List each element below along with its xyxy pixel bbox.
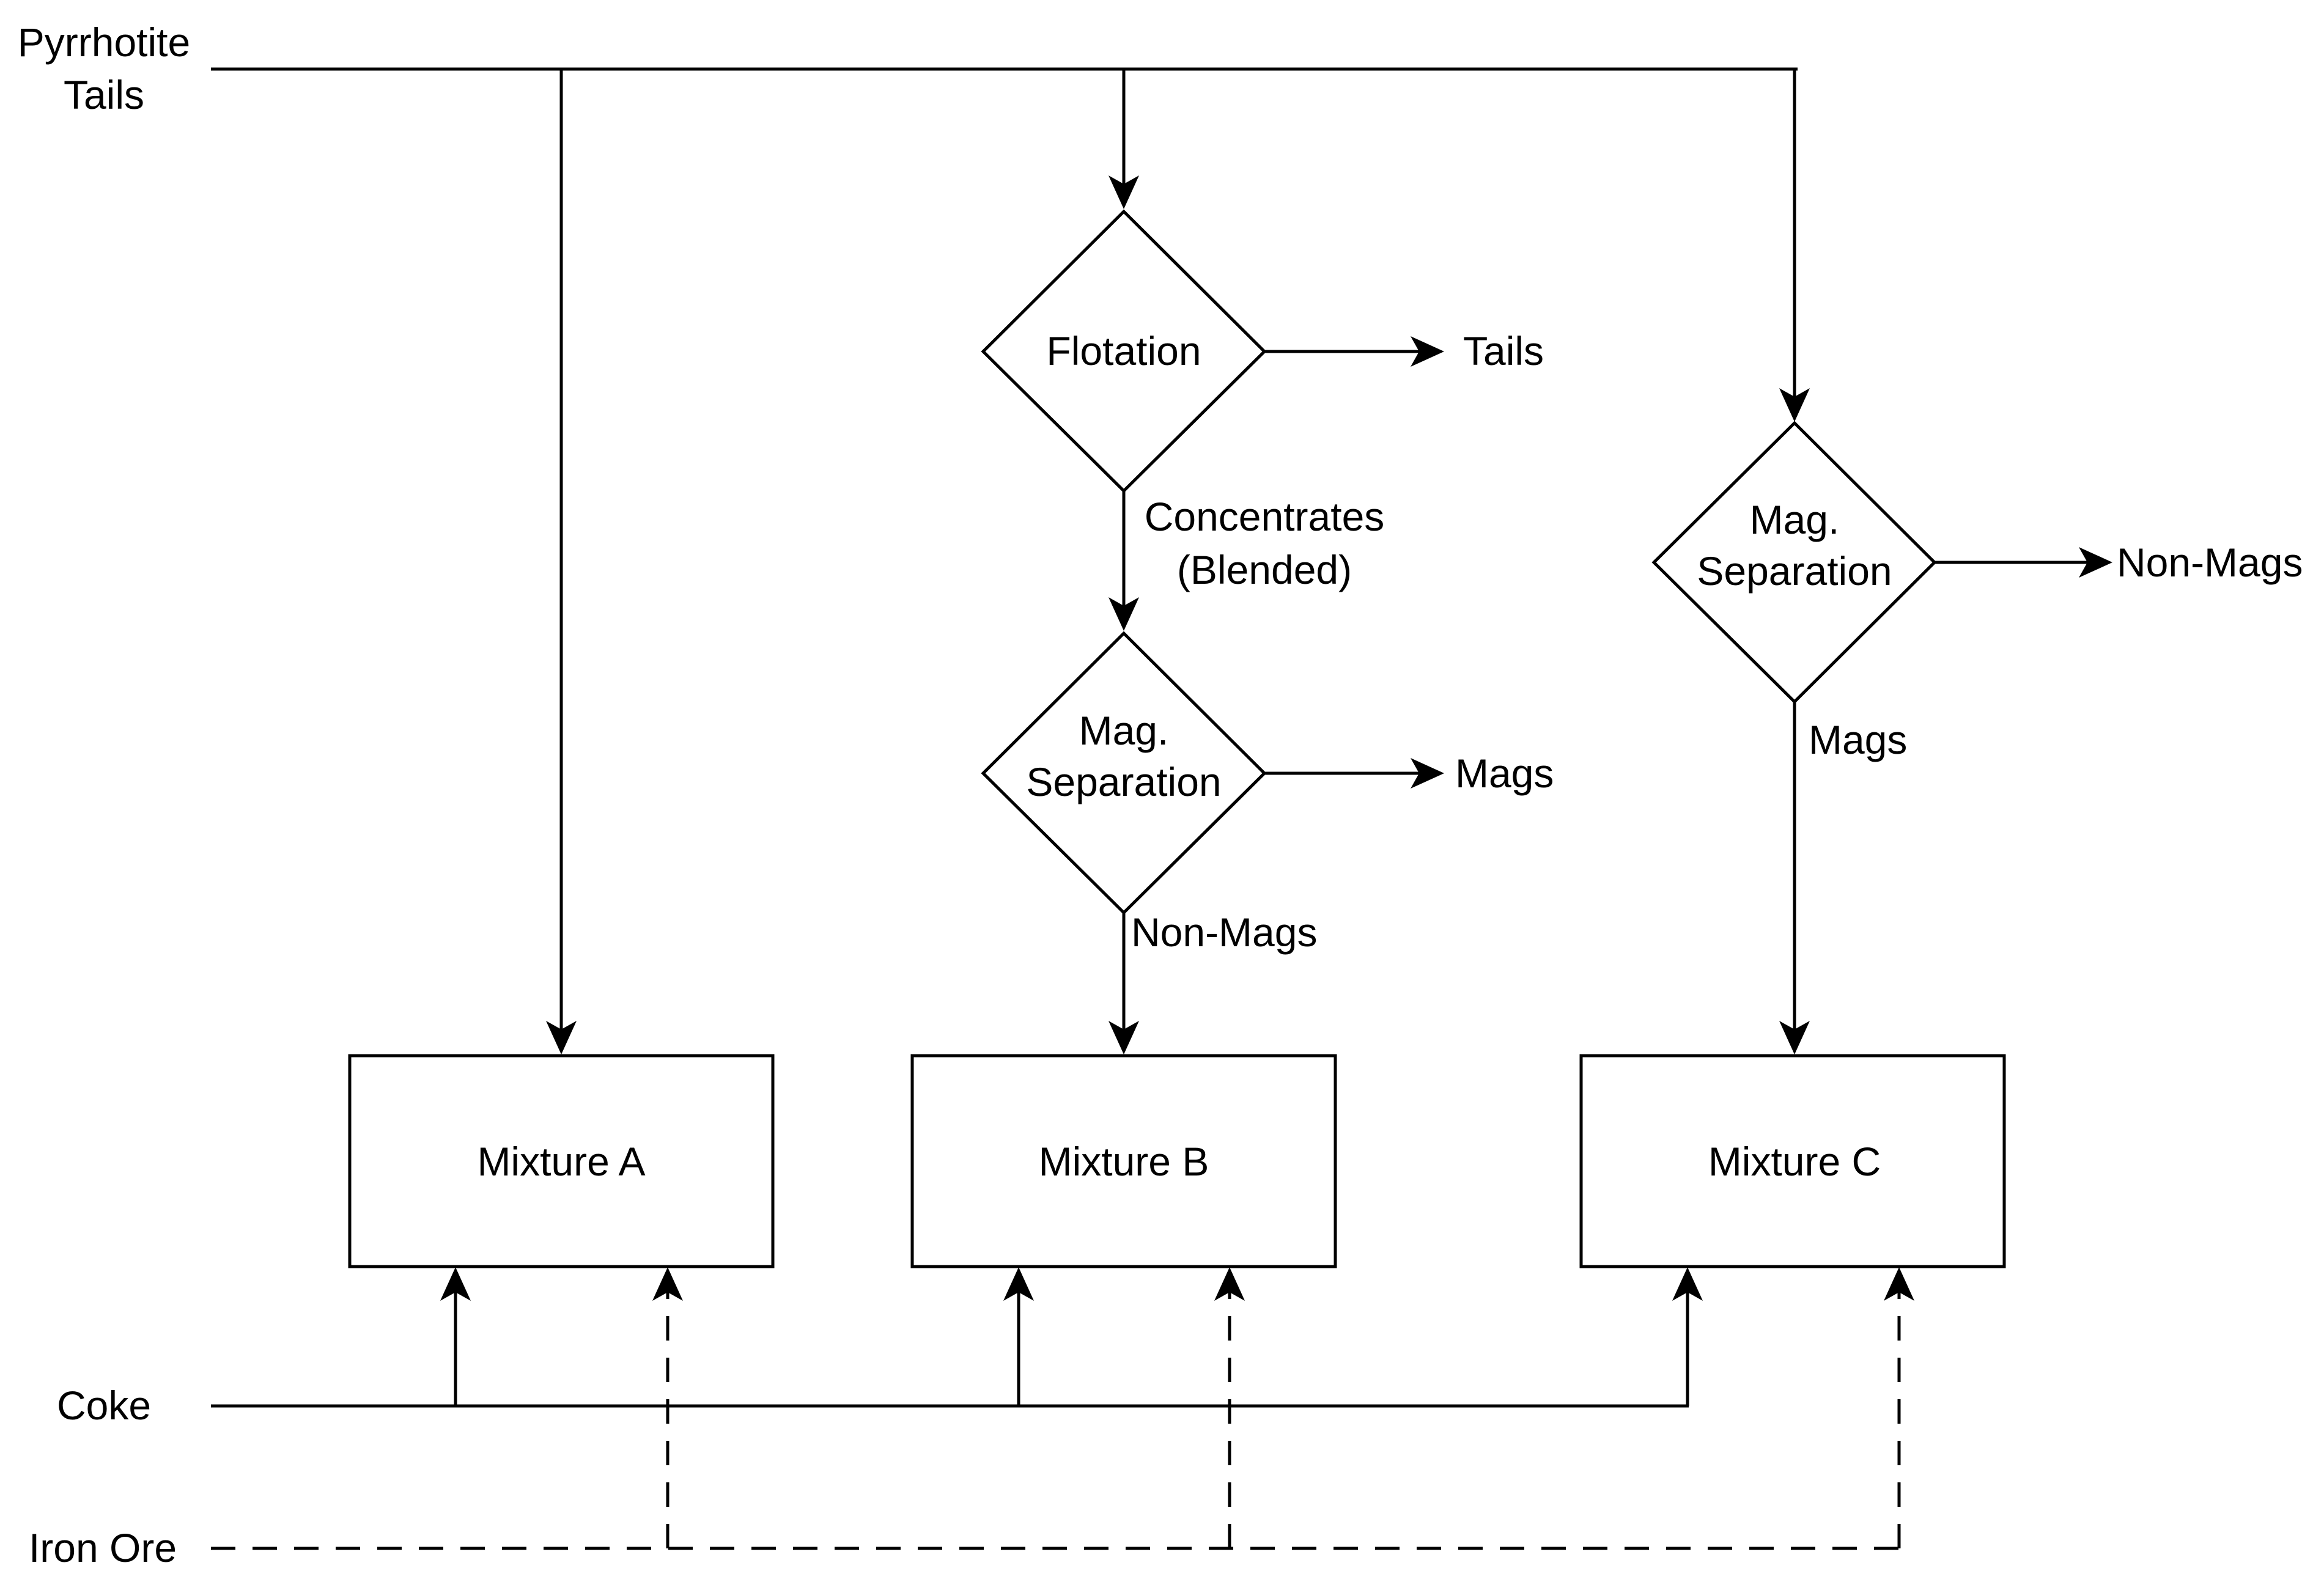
mags-output-label: Mags (1455, 751, 1554, 796)
flotation-to-mag-separation-b-arrowhead (1109, 597, 1139, 631)
feed-to-mag-separation-c-arrowhead (1779, 388, 1810, 422)
mixture-c-label: Mixture C (1708, 1139, 1881, 1184)
mixture-b-node[interactable]: Mixture B (910, 1054, 1337, 1268)
mag-separation-b-to-mags-arrowhead (1411, 758, 1444, 789)
iron-ore-label: Iron Ore (29, 1525, 177, 1570)
mag-separation-b-label: Mag. (1079, 708, 1169, 753)
flotation-label: Flotation (1046, 328, 1201, 373)
mag-separation-b-node[interactable]: Mag. Separation (981, 631, 1267, 915)
coke-label: Coke (57, 1383, 151, 1428)
mixture-a-label: Mixture A (477, 1139, 645, 1184)
mag-separation-c-node[interactable]: Mag. Separation (1651, 421, 1937, 704)
feed-to-flotation-arrowhead (1109, 175, 1139, 209)
mixture-b-label: Mixture B (1039, 1139, 1209, 1184)
mag-separation-c-label-line2: Separation (1697, 548, 1892, 594)
mag-separation-b-label-line2: Separation (1026, 759, 1221, 804)
pyrrhotite-tails-label-line2: Tails (64, 72, 144, 117)
iron-ore-to-mixture-c-arrowhead (1884, 1267, 1914, 1301)
mags-to-mixture-c-label: Mags (1809, 717, 1907, 762)
concentrates-label: Concentrates (1145, 494, 1385, 539)
mag-separation-b-to-mixture-b-arrowhead (1109, 1021, 1139, 1054)
mag-separation-c-to-mixture-c-arrowhead (1779, 1021, 1810, 1054)
flotation-to-tails-arrowhead (1411, 336, 1444, 367)
flotation-node[interactable]: Flotation (981, 209, 1267, 493)
feed-to-mixture-a-arrowhead (546, 1021, 577, 1054)
tails-output-label: Tails (1463, 328, 1544, 373)
coke-to-mixture-b-arrowhead (1003, 1267, 1034, 1301)
mag-separation-c-label: Mag. (1750, 497, 1840, 542)
iron-ore-to-mixture-b-arrowhead (1214, 1267, 1245, 1301)
coke-to-mixture-c-arrowhead (1672, 1267, 1703, 1301)
concentrates-blended-label: (Blended) (1177, 547, 1352, 592)
mag-separation-c-to-non-mags-arrowhead (2079, 547, 2112, 578)
non-mags-to-mixture-b-label: Non-Mags (1131, 910, 1317, 955)
non-mags-output-label: Non-Mags (2117, 540, 2303, 585)
pyrrhotite-tails-label: Pyrrhotite (18, 20, 190, 65)
mixture-a-node[interactable]: Mixture A (348, 1054, 775, 1268)
iron-ore-to-mixture-a-arrowhead (652, 1267, 683, 1301)
mixture-c-node[interactable]: Mixture C (1579, 1054, 2006, 1268)
coke-to-mixture-a-arrowhead (440, 1267, 471, 1301)
